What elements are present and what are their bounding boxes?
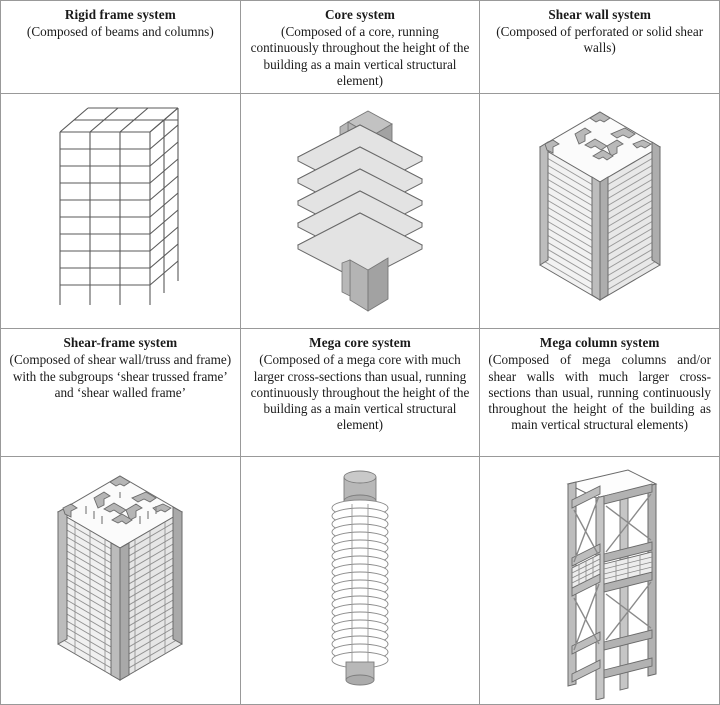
- mega-column-system-caption: Mega column system (Composed of mega col…: [480, 329, 719, 437]
- mega-core-system-description: (Composed of a mega core with much large…: [250, 352, 470, 433]
- cell-mega-core-system-text: Mega core system (Composed of a mega cor…: [239, 328, 481, 458]
- belt-trusses-front: [571, 484, 601, 683]
- roof-core-pattern: [62, 475, 173, 525]
- shear-frame-system-description: (Composed of shear wall/truss and frame)…: [9, 352, 232, 400]
- core-system-title: Core system: [324, 7, 396, 22]
- core-system-description: (Composed of a core, running continuousl…: [250, 24, 470, 88]
- matrix-figure-row-2: [0, 456, 720, 705]
- floor-plate-stack: [331, 499, 389, 669]
- rigid-frame-system-caption: Rigid frame system (Composed of beams an…: [1, 1, 240, 44]
- core-illustration-wrap: [241, 94, 480, 328]
- mega-core-system-caption: Mega core system (Composed of a mega cor…: [241, 329, 480, 437]
- shear-wall-system-caption: Shear wall system (Composed of perforate…: [480, 1, 719, 61]
- mega-column-braced-frame-diagram: [566, 469, 658, 700]
- mega-core-cylindrical-tower-diagram: [331, 470, 389, 686]
- matrix-text-row-1: Rigid frame system (Composed of beams an…: [0, 0, 720, 95]
- rigid-frame-system-description: (Composed of beams and columns): [26, 24, 214, 40]
- cell-shear-wall-system-text: Shear wall system (Composed of perforate…: [479, 0, 720, 95]
- shear-wall-system-description: (Composed of perforated or solid shear w…: [496, 24, 704, 56]
- cell-mega-column-system-figure: [479, 456, 720, 705]
- matrix-text-row-2: Shear-frame system (Composed of shear wa…: [0, 328, 720, 458]
- shear-wall-system-title: Shear wall system: [548, 7, 651, 22]
- cell-core-system-figure: [239, 93, 481, 330]
- mega-column-system-description: (Composed of mega columns and/or shear w…: [488, 352, 711, 433]
- rigid-frame-isometric-grid-diagram: [59, 107, 179, 306]
- cell-shear-frame-system-text: Shear-frame system (Composed of shear wa…: [0, 328, 241, 458]
- cell-mega-column-system-text: Mega column system (Composed of mega col…: [479, 328, 720, 458]
- shear-frame-tower-isometric-diagram: [57, 475, 184, 681]
- roof-shear-wall-pattern: [544, 111, 652, 161]
- mega-column-illustration-wrap: [480, 457, 719, 704]
- core-box-bottom: [341, 257, 389, 312]
- outrigger-grid-front: [571, 552, 601, 589]
- matrix-figure-row-1: [0, 93, 720, 330]
- rigid-frame-illustration-wrap: [1, 94, 240, 328]
- shear-frame-illustration-wrap: [1, 457, 240, 704]
- cell-shear-frame-system-figure: [0, 456, 241, 705]
- x-braces-front: [573, 495, 600, 650]
- core-stacked-slabs-isometric-diagram: [296, 110, 424, 312]
- cell-shear-wall-system-figure: [479, 93, 720, 330]
- rigid-frame-system-title: Rigid frame system: [64, 7, 176, 22]
- mega-column-system-title: Mega column system: [539, 335, 660, 351]
- x-braces-right: [605, 493, 652, 641]
- core-system-caption: Core system (Composed of a core, running…: [241, 1, 480, 93]
- cell-rigid-frame-system-figure: [0, 93, 241, 330]
- cell-mega-core-system-figure: [239, 456, 481, 705]
- cell-core-system-text: Core system (Composed of a core, running…: [239, 0, 481, 95]
- mega-core-illustration-wrap: [241, 457, 480, 704]
- shear-frame-system-caption: Shear-frame system (Composed of shear wa…: [1, 329, 240, 405]
- cell-rigid-frame-system-text: Rigid frame system (Composed of beams an…: [0, 0, 241, 95]
- mega-core-bottom: [345, 661, 375, 686]
- mega-core-system-title: Mega core system: [309, 335, 411, 351]
- shear-wall-tower-isometric-diagram: [538, 111, 661, 302]
- belt-trusses-right: [603, 483, 653, 679]
- outrigger-grid-right: [603, 551, 653, 585]
- shear-frame-system-title: Shear-frame system: [63, 335, 178, 351]
- shear-wall-illustration-wrap: [480, 94, 719, 328]
